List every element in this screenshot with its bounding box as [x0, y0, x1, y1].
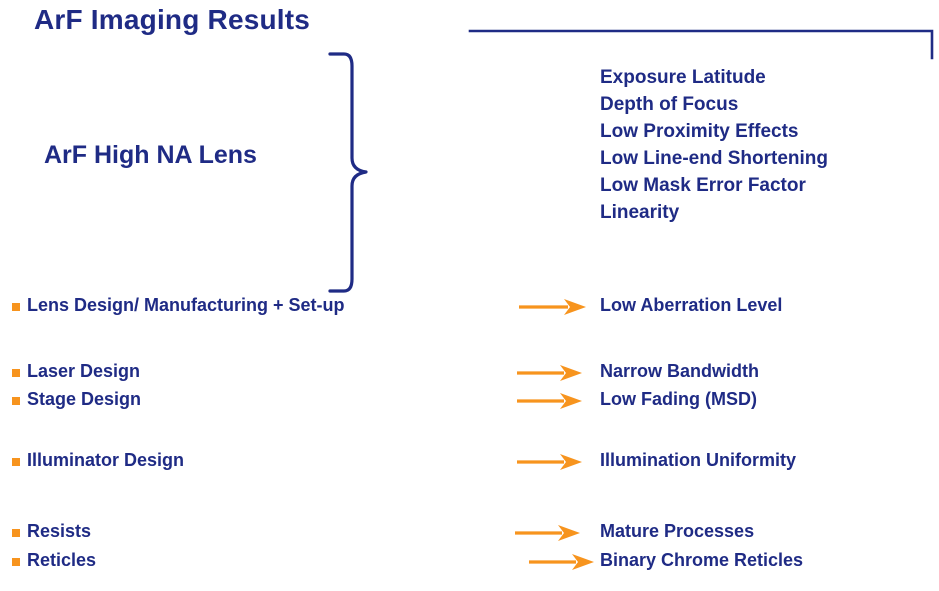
mapping-outcome-label: Low Fading (MSD)	[600, 389, 757, 409]
benefit-item: Linearity	[600, 202, 680, 223]
mapping-outcome-label: Low Aberration Level	[600, 295, 783, 315]
mapping-row: Stage Design Low Fading (MSD)	[0, 389, 939, 415]
arrow-right-icon	[514, 523, 584, 543]
mapping-row: Illuminator Design Illumination Uniformi…	[0, 450, 939, 476]
benefits-list: Exposure Latitude Depth of Focus Low Pro…	[600, 64, 930, 226]
mapping-source-label: Resists	[27, 521, 92, 541]
bullet-square-icon	[12, 529, 20, 537]
mapping-source-label: Illuminator Design	[27, 450, 185, 470]
curly-brace-icon	[322, 50, 382, 295]
mapping-row: Laser Design Narrow Bandwidth	[0, 361, 939, 387]
bullet-square-icon	[12, 303, 20, 311]
mapping-outcome-label: Narrow Bandwidth	[600, 361, 760, 381]
bullet-square-icon	[12, 458, 20, 466]
arrow-right-icon	[516, 363, 586, 383]
lens-group-label: ArF High NA Lens	[44, 141, 257, 169]
bullet-square-icon	[12, 397, 20, 405]
mapping-row: Lens Design/ Manufacturing + Set-up Low …	[0, 295, 939, 321]
benefit-item: Low Proximity Effects	[600, 121, 799, 142]
benefit-item: Depth of Focus	[600, 94, 739, 115]
mapping-row: Resists Mature Processes	[0, 521, 939, 547]
mapping-source-label: Laser Design	[27, 361, 141, 381]
top-bracket-rule	[468, 26, 936, 64]
page-title: ArF Imaging Results	[34, 4, 311, 35]
mapping-outcome-label: Illumination Uniformity	[600, 450, 796, 470]
mapping-source-label: Reticles	[27, 550, 97, 570]
arrow-right-icon	[528, 552, 598, 572]
mapping-source-label: Lens Design/ Manufacturing + Set-up	[27, 295, 345, 315]
arrow-right-icon	[516, 391, 586, 411]
benefit-item: Low Line-end Shortening	[600, 148, 828, 169]
bullet-square-icon	[12, 558, 20, 566]
mapping-outcome-label: Binary Chrome Reticles	[600, 550, 804, 570]
mapping-source-label: Stage Design	[27, 389, 142, 409]
mapping-row: Reticles Binary Chrome Reticles	[0, 550, 939, 576]
arrow-right-icon	[518, 297, 588, 317]
benefit-item: Exposure Latitude	[600, 67, 766, 88]
benefit-item: Low Mask Error Factor	[600, 175, 806, 196]
mapping-outcome-label: Mature Processes	[600, 521, 755, 541]
bullet-square-icon	[12, 369, 20, 377]
arrow-right-icon	[516, 452, 586, 472]
